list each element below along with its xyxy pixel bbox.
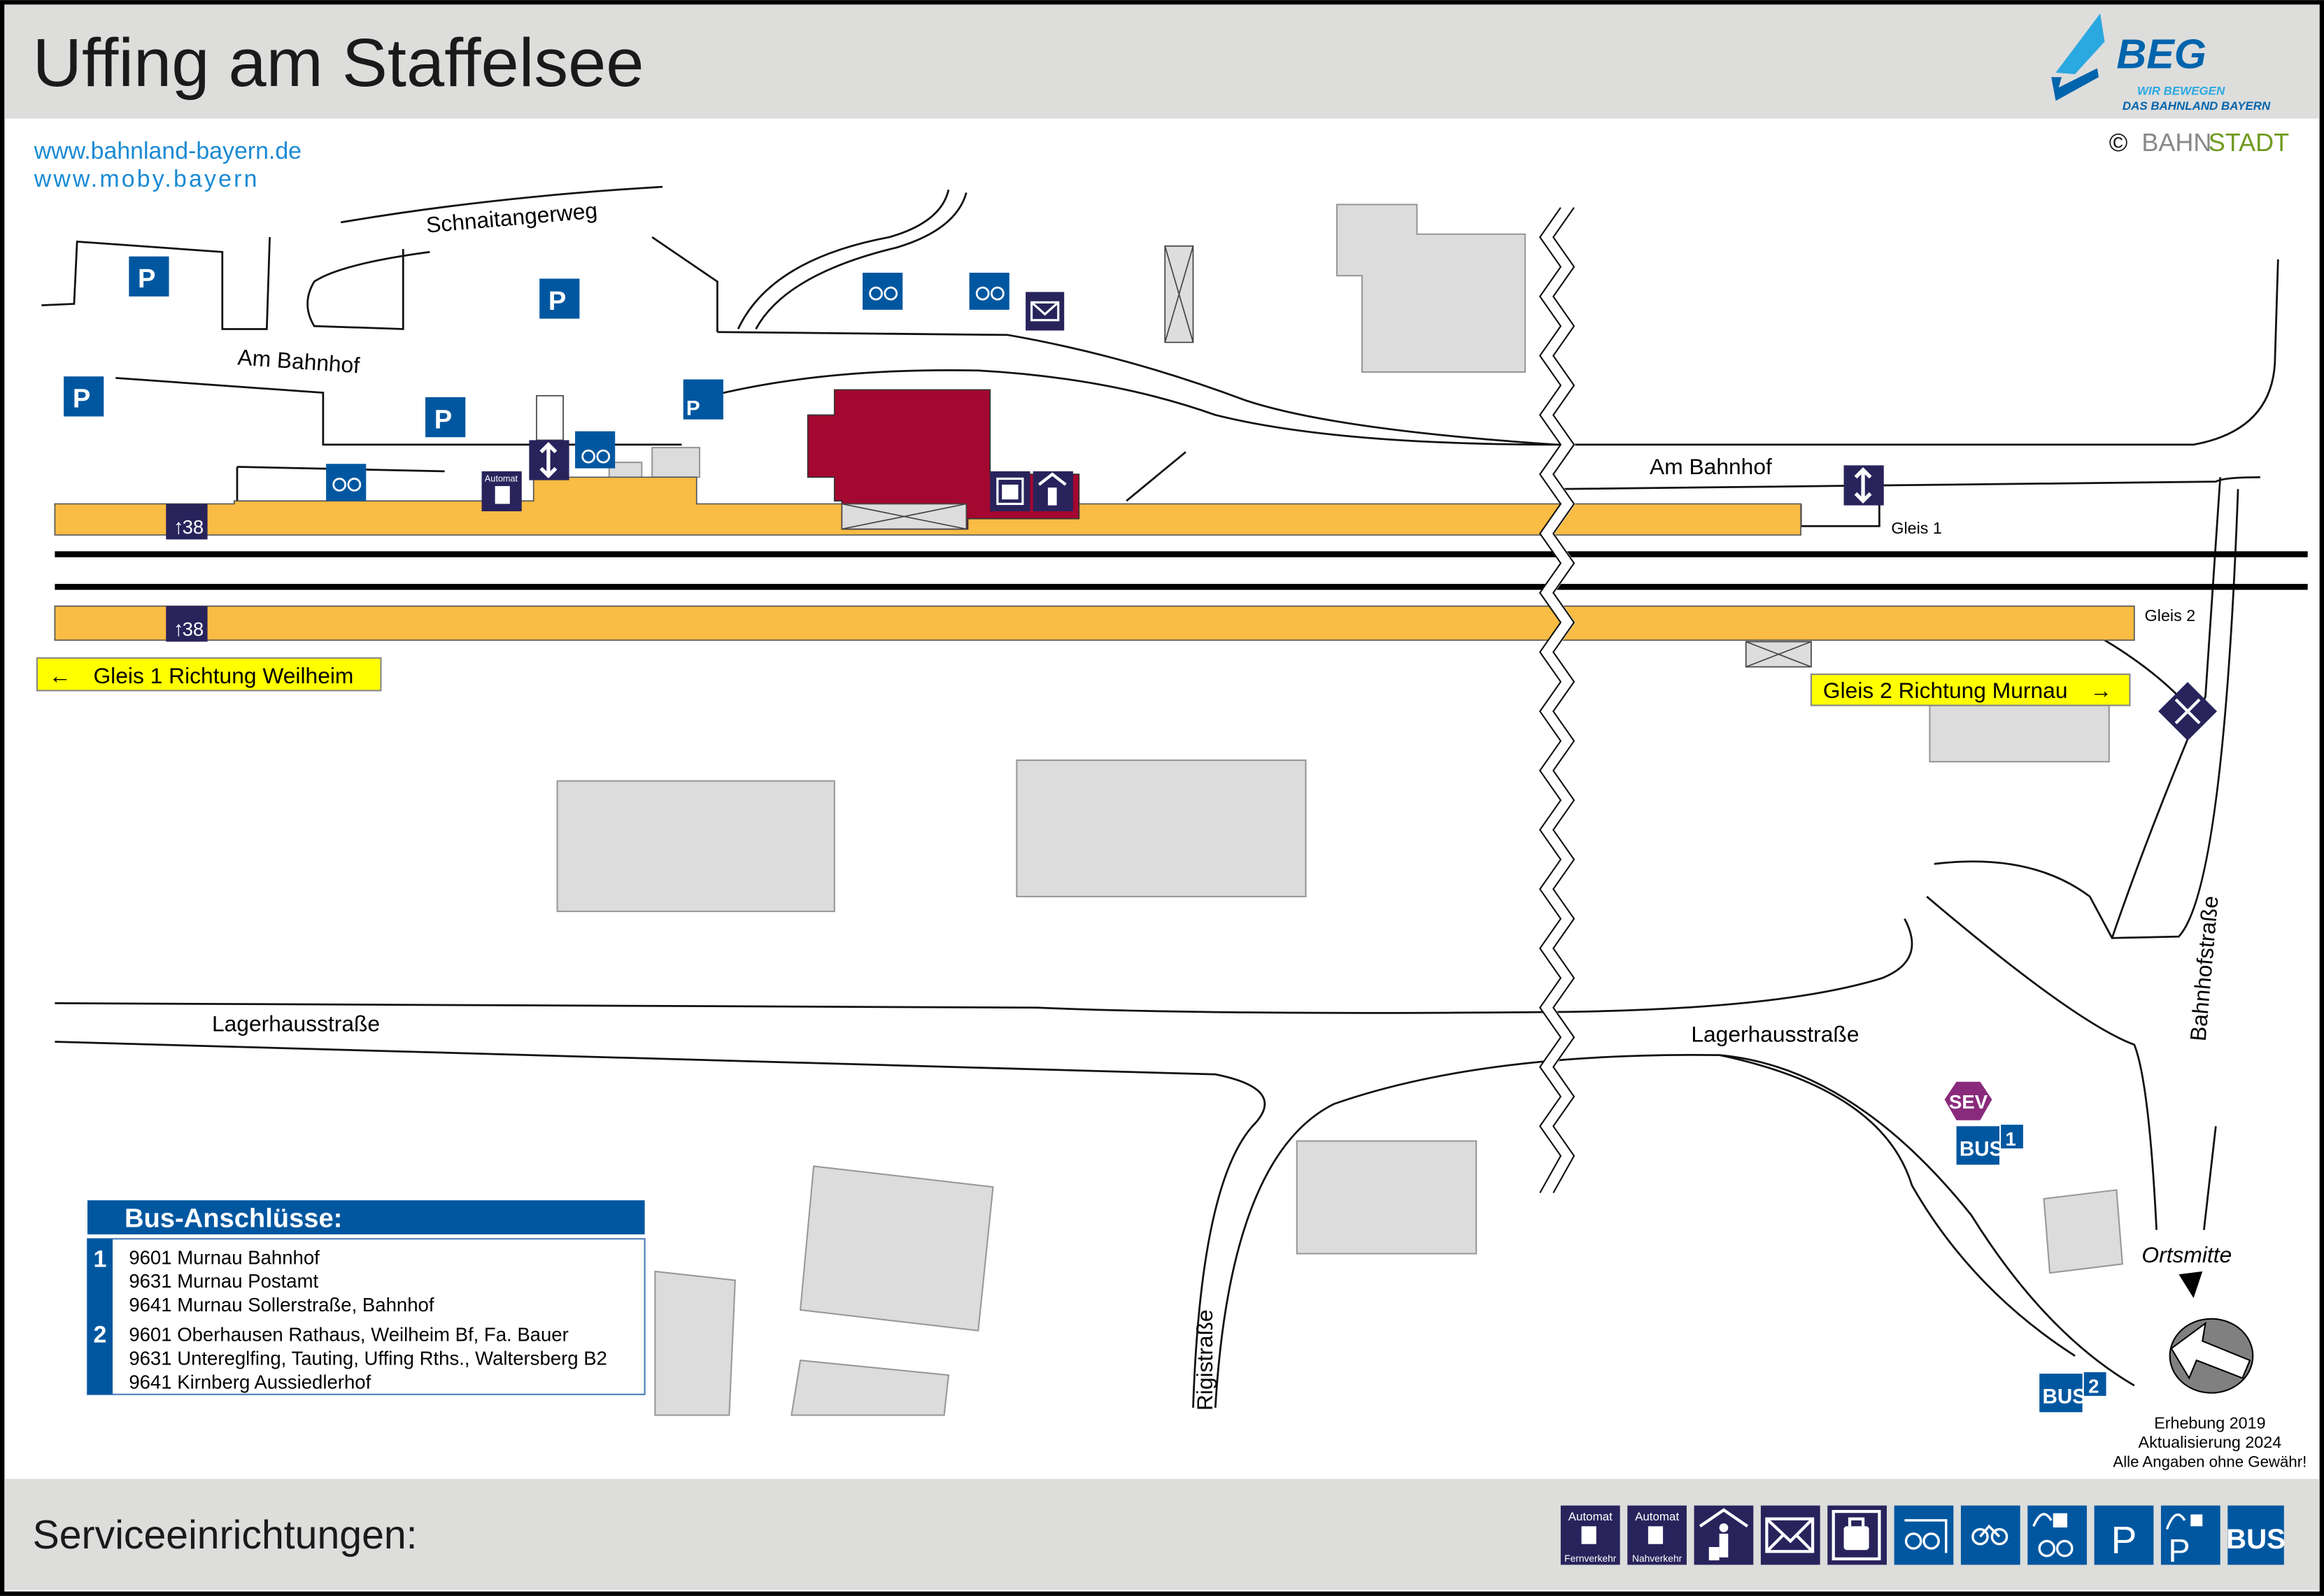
- note-disclaimer: Alle Angaben ohne Gewähr!: [2113, 1453, 2307, 1471]
- bus-line: 9641 Murnau Sollerstraße, Bahnhof: [129, 1294, 434, 1316]
- svg-text:P: P: [138, 264, 155, 294]
- bike-parking-icon: [1960, 1505, 2020, 1565]
- direction-gleis-1: ← Gleis 1 Richtung Weilheim: [36, 657, 382, 692]
- map-platform-height-icons: ↑38 ↑38: [166, 504, 208, 642]
- svg-text:P: P: [434, 404, 452, 434]
- ev-parking-icon: P: [2160, 1505, 2220, 1569]
- map-elevator-icons[interactable]: [529, 440, 1884, 506]
- map-ticket-machine-icon[interactable]: Automat: [481, 471, 522, 512]
- svg-text:Automat: Automat: [1635, 1510, 1679, 1523]
- svg-text:↑: ↑: [173, 515, 184, 539]
- bus-icon: BUS: [2226, 1505, 2286, 1565]
- covered-bike-parking-icon: [1894, 1505, 1954, 1565]
- beg-logo: BEG WIR BEWEGEN DAS BAHNLAND BAYERN: [2051, 13, 2271, 113]
- bus-group-number: 2: [93, 1322, 106, 1348]
- svg-text:WIR BEWEGEN: WIR BEWEGEN: [2137, 85, 2225, 98]
- map-mailbox-icon[interactable]: [1026, 292, 1065, 331]
- svg-text:BEG: BEG: [2116, 31, 2206, 78]
- street-am-bahnhof-east: Am Bahnhof: [1650, 454, 1772, 479]
- north-arrow-icon: [2169, 1318, 2254, 1394]
- bus-group-number: 1: [93, 1246, 106, 1273]
- gleis-2-label: Gleis 2: [2145, 606, 2196, 625]
- e-bike-charging-icon: [2027, 1505, 2088, 1565]
- svg-text:38: 38: [183, 516, 204, 538]
- map-bike-icons[interactable]: [326, 272, 1009, 501]
- svg-text:P: P: [548, 286, 566, 316]
- svg-text:P: P: [73, 384, 90, 414]
- bahnstadt-copyright: © BAHN STADT: [2109, 128, 2289, 157]
- bus-box-title: Bus-Anschlüsse:: [125, 1203, 342, 1233]
- luggage-locker-icon: [1827, 1505, 1887, 1565]
- parking-icon: P: [2094, 1505, 2154, 1565]
- svg-text:Gleis 2 Richtung Murnau: Gleis 2 Richtung Murnau: [1823, 678, 2068, 703]
- map-sev-icon[interactable]: SEV: [1944, 1081, 1992, 1120]
- svg-text:P: P: [2111, 1518, 2137, 1561]
- svg-text:Gleis 1 Richtung Weilheim: Gleis 1 Richtung Weilheim: [93, 663, 353, 688]
- street-lagerhausstrasse-east: Lagerhausstraße: [1691, 1022, 1859, 1047]
- svg-text:1: 1: [2005, 1128, 2015, 1150]
- street-lagerhausstrasse-west: Lagerhausstraße: [212, 1011, 380, 1036]
- note-survey: Erhebung 2019: [2154, 1413, 2265, 1432]
- bus-line: 9601 Oberhausen Rathaus, Weilheim Bf, Fa…: [129, 1323, 568, 1345]
- svg-text:2: 2: [2088, 1376, 2099, 1397]
- svg-text:BUS: BUS: [2042, 1385, 2086, 1408]
- ortsmitte-arrow-icon: [2178, 1271, 2203, 1299]
- bus-connections-box: Bus-Anschlüsse: 1 9601 Murnau Bahnhof 96…: [86, 1200, 646, 1395]
- svg-text:Nahverkehr: Nahverkehr: [1632, 1553, 1682, 1564]
- svg-text:P: P: [686, 397, 700, 420]
- map-break: [1540, 204, 1575, 1196]
- canopy-markers: [536, 245, 1812, 668]
- footer-label: Serviceeinrichtungen:: [33, 1513, 418, 1558]
- svg-text:Fernverkehr: Fernverkehr: [1564, 1553, 1617, 1564]
- direction-gleis-2: Gleis 2 Richtung Murnau →: [1810, 674, 2131, 706]
- page-title: Uffing am Staffelsee: [33, 24, 644, 101]
- bus-line: 9641 Kirnberg Aussiedlerhof: [129, 1371, 371, 1392]
- note-update: Aktualisierung 2024: [2139, 1433, 2282, 1451]
- svg-text:Automat: Automat: [485, 473, 518, 484]
- link-bahnland-bayern[interactable]: www.bahnland-bayern.de: [34, 138, 302, 164]
- mailbox-icon: [1760, 1505, 1820, 1565]
- svg-text:©: ©: [2109, 128, 2128, 157]
- svg-text:→: →: [2090, 678, 2112, 703]
- svg-text:38: 38: [183, 618, 204, 640]
- gleis-1-label: Gleis 1: [1891, 519, 1942, 537]
- map-bus-stop-2[interactable]: BUS 2: [2039, 1371, 2106, 1413]
- svg-text:STADT: STADT: [2209, 128, 2289, 157]
- map-bus-stop-1[interactable]: BUS 1: [1956, 1125, 2023, 1165]
- ortsmitte-label: Ortsmitte: [2141, 1242, 2232, 1267]
- svg-text:↑: ↑: [173, 618, 184, 641]
- street-rigistrasse: Rigistraße: [1192, 1309, 1217, 1411]
- svg-text:BUS: BUS: [2226, 1523, 2286, 1555]
- map-station-service-icons[interactable]: [990, 471, 1073, 512]
- svg-text:BAHN: BAHN: [2141, 128, 2211, 157]
- map-parking-icons[interactable]: P P P P P: [64, 256, 723, 438]
- waiting-shelter-icon: [1694, 1505, 1754, 1565]
- roads: [41, 185, 2279, 1408]
- svg-text:SEV: SEV: [1949, 1091, 1988, 1113]
- bus-line: 9601 Murnau Bahnhof: [129, 1246, 320, 1268]
- buildings: [556, 204, 2124, 1416]
- bus-line: 9631 Untereglfing, Tauting, Uffing Rths.…: [129, 1347, 607, 1369]
- svg-text:Automat: Automat: [1568, 1510, 1613, 1523]
- platform-gleis-2: [54, 605, 2135, 641]
- svg-text:BUS: BUS: [1960, 1138, 2004, 1161]
- link-moby-bayern[interactable]: www.moby.bayern: [34, 166, 260, 192]
- header-band: [4, 4, 2320, 119]
- svg-text:P: P: [2169, 1532, 2190, 1569]
- svg-text:←: ←: [49, 663, 71, 688]
- bus-line: 9631 Murnau Postamt: [129, 1270, 318, 1292]
- svg-text:DAS BAHNLAND BAYERN: DAS BAHNLAND BAYERN: [2123, 99, 2271, 113]
